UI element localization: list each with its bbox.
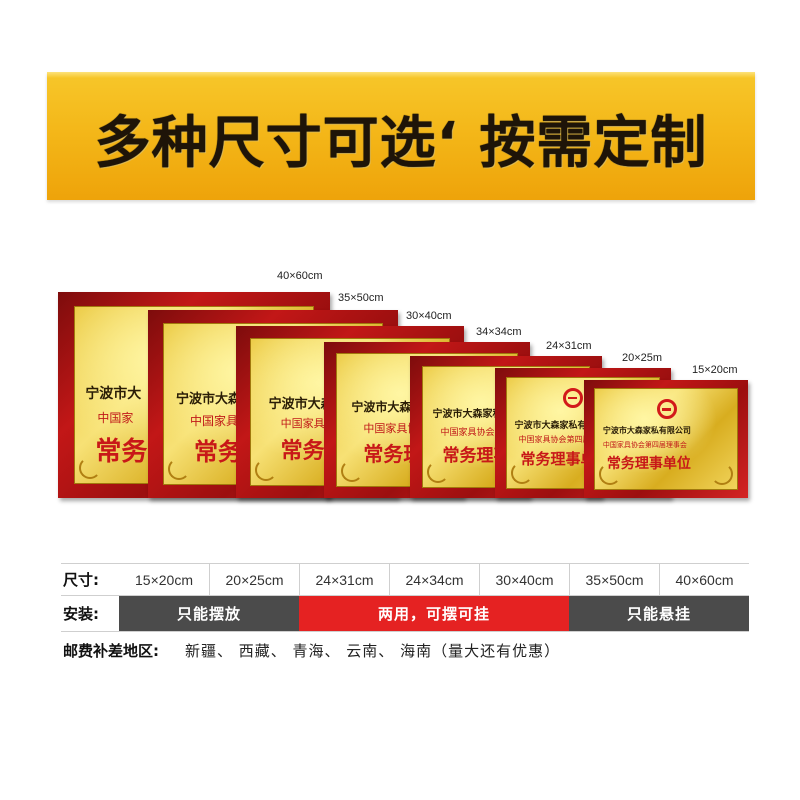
size-label-30x40: 30×40cm — [406, 310, 452, 322]
plaque-association-line: 中国家具协会第四届 — [518, 435, 591, 445]
size-cell: 24×34cm — [389, 564, 479, 595]
association-logo-icon — [656, 399, 677, 420]
banner-title: 多种尺寸可选‘ 按需定制 — [94, 111, 708, 176]
size-cell: 20×25cm — [209, 564, 299, 595]
size-label-40x60: 40×60cm — [277, 270, 323, 282]
plaque-title-line: 常务 — [194, 437, 242, 467]
plaque-company-line: 宁波市大森家 — [176, 392, 255, 408]
size-label-24x31: 24×31cm — [546, 340, 592, 352]
size-cell: 40×60cm — [659, 564, 749, 595]
plaque-title-line: 常务理事单 — [520, 450, 596, 469]
install-option-stand-only: 只能摆放 — [119, 596, 299, 631]
association-logo-icon — [562, 388, 583, 409]
plaque-association-line: 中国家具协 — [363, 421, 419, 435]
install-row-label: 安装: — [63, 605, 99, 623]
install-row: 安装: 只能摆放 两用，可摆可挂 只能悬挂 — [61, 596, 749, 632]
size-label-20x25: 20×25m — [622, 352, 663, 364]
plaque-association-line: 中国家具 — [280, 417, 325, 431]
size-row-label: 尺寸: — [63, 571, 99, 589]
plaque-company-line: 宁波市大 — [85, 386, 142, 403]
install-option-dual-use: 两用，可摆可挂 — [299, 596, 569, 631]
size-row: 尺寸: 15×20cm 20×25cm 24×31cm 24×34cm 30×4… — [61, 563, 749, 596]
promo-banner: 多种尺寸可选‘ 按需定制 — [47, 72, 755, 200]
size-label-35x50: 35×50cm — [338, 292, 384, 304]
postage-row: 邮费补差地区: 新疆、 西藏、 青海、 云南、 海南（量大还有优惠） — [61, 632, 749, 668]
plaque-association-line: 中国家 — [97, 411, 134, 426]
plaque-title-line: 常务理事单位 — [606, 456, 691, 473]
plaque-company-line: 宁波市大森家私有 — [432, 408, 513, 420]
postage-cell: 邮费补差地区: 新疆、 西藏、 青海、 云南、 海南（量大还有优惠） — [61, 632, 749, 668]
plaque-company-line: 宁波市大森家 — [351, 399, 424, 414]
plaque-size-lineup: 宁波市大 中国家 常务 40×60cm 宁波市大森家 中国家具 常务 35×50… — [0, 260, 800, 520]
plaque-association-line: 中国家具协会第四届理事会 — [602, 441, 687, 450]
size-cell: 35×50cm — [569, 564, 659, 595]
size-cell: 24×31cm — [299, 564, 389, 595]
plaque-association-line: 中国家具协会第 — [440, 427, 504, 438]
plaque-title-line: 常务理事 — [442, 445, 511, 466]
plaque-association-line: 中国家具 — [190, 414, 239, 429]
size-cell: 30×40cm — [479, 564, 569, 595]
plaque-title-line: 常务 — [95, 437, 148, 468]
plaque-company-line: 宁波市大森家私有限公司 — [602, 425, 691, 436]
postage-regions: 新疆、 西藏、 青海、 云南、 海南（量大还有优惠） — [185, 641, 561, 660]
install-option-hang-only: 只能悬挂 — [569, 596, 749, 631]
spec-table: 尺寸: 15×20cm 20×25cm 24×31cm 24×34cm 30×4… — [61, 563, 749, 668]
size-cell: 15×20cm — [135, 571, 193, 588]
size-label-15x20: 15×20cm — [692, 364, 738, 376]
plaque-15x20: 宁波市大森家私有限公司 中国家具协会第四届理事会 常务理事单位 — [584, 380, 748, 498]
plaque-company-line: 宁波市大森家私有限 — [514, 421, 596, 432]
size-label-34x34: 34×34cm — [476, 326, 522, 338]
postage-label: 邮费补差地区: — [63, 641, 159, 660]
